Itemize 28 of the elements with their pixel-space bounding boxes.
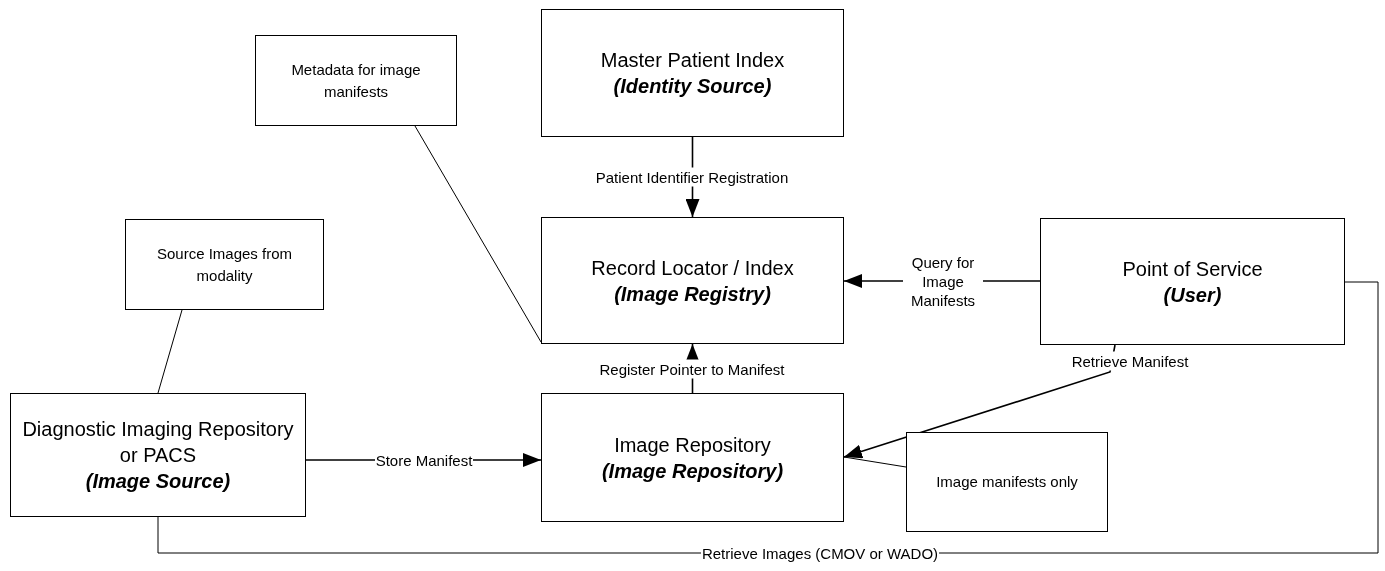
box-title: Image Repository — [614, 432, 771, 458]
process-box — [906, 432, 1108, 532]
process-box — [541, 217, 844, 344]
connector-line — [414, 125, 542, 343]
process-box — [125, 219, 324, 310]
box-title: Master Patient Index — [600, 48, 785, 73]
role-label: (Identity Source) — [613, 74, 772, 99]
process-box — [1040, 218, 1345, 345]
box-title: Source Images from modality — [155, 243, 294, 286]
role-label: (Image Repository) — [601, 458, 784, 484]
process-box — [255, 35, 457, 126]
process-box — [541, 9, 844, 137]
role-label: (Image Registry) — [614, 281, 771, 307]
connector-line — [843, 456, 907, 468]
edge-label: Patient Identifier Registration — [594, 167, 790, 187]
edge-label: Register Pointer to Manifest — [598, 359, 786, 379]
connector-line — [157, 309, 183, 394]
box-title: Record Locator / Index — [591, 255, 794, 281]
arrow — [843, 344, 1116, 459]
box-title: Metadata for image manifests — [290, 59, 422, 102]
role-label: (User) — [1163, 282, 1222, 308]
process-box — [10, 393, 306, 517]
box-title: Image manifests only — [936, 472, 1078, 492]
box-title: Diagnostic Imaging Repository or PACS — [21, 417, 295, 468]
edge-label: Retrieve Manifest — [1070, 351, 1190, 371]
process-box — [541, 393, 844, 522]
role-label: (Image Source) — [85, 469, 231, 494]
box-title: Point of Service — [1122, 256, 1263, 282]
